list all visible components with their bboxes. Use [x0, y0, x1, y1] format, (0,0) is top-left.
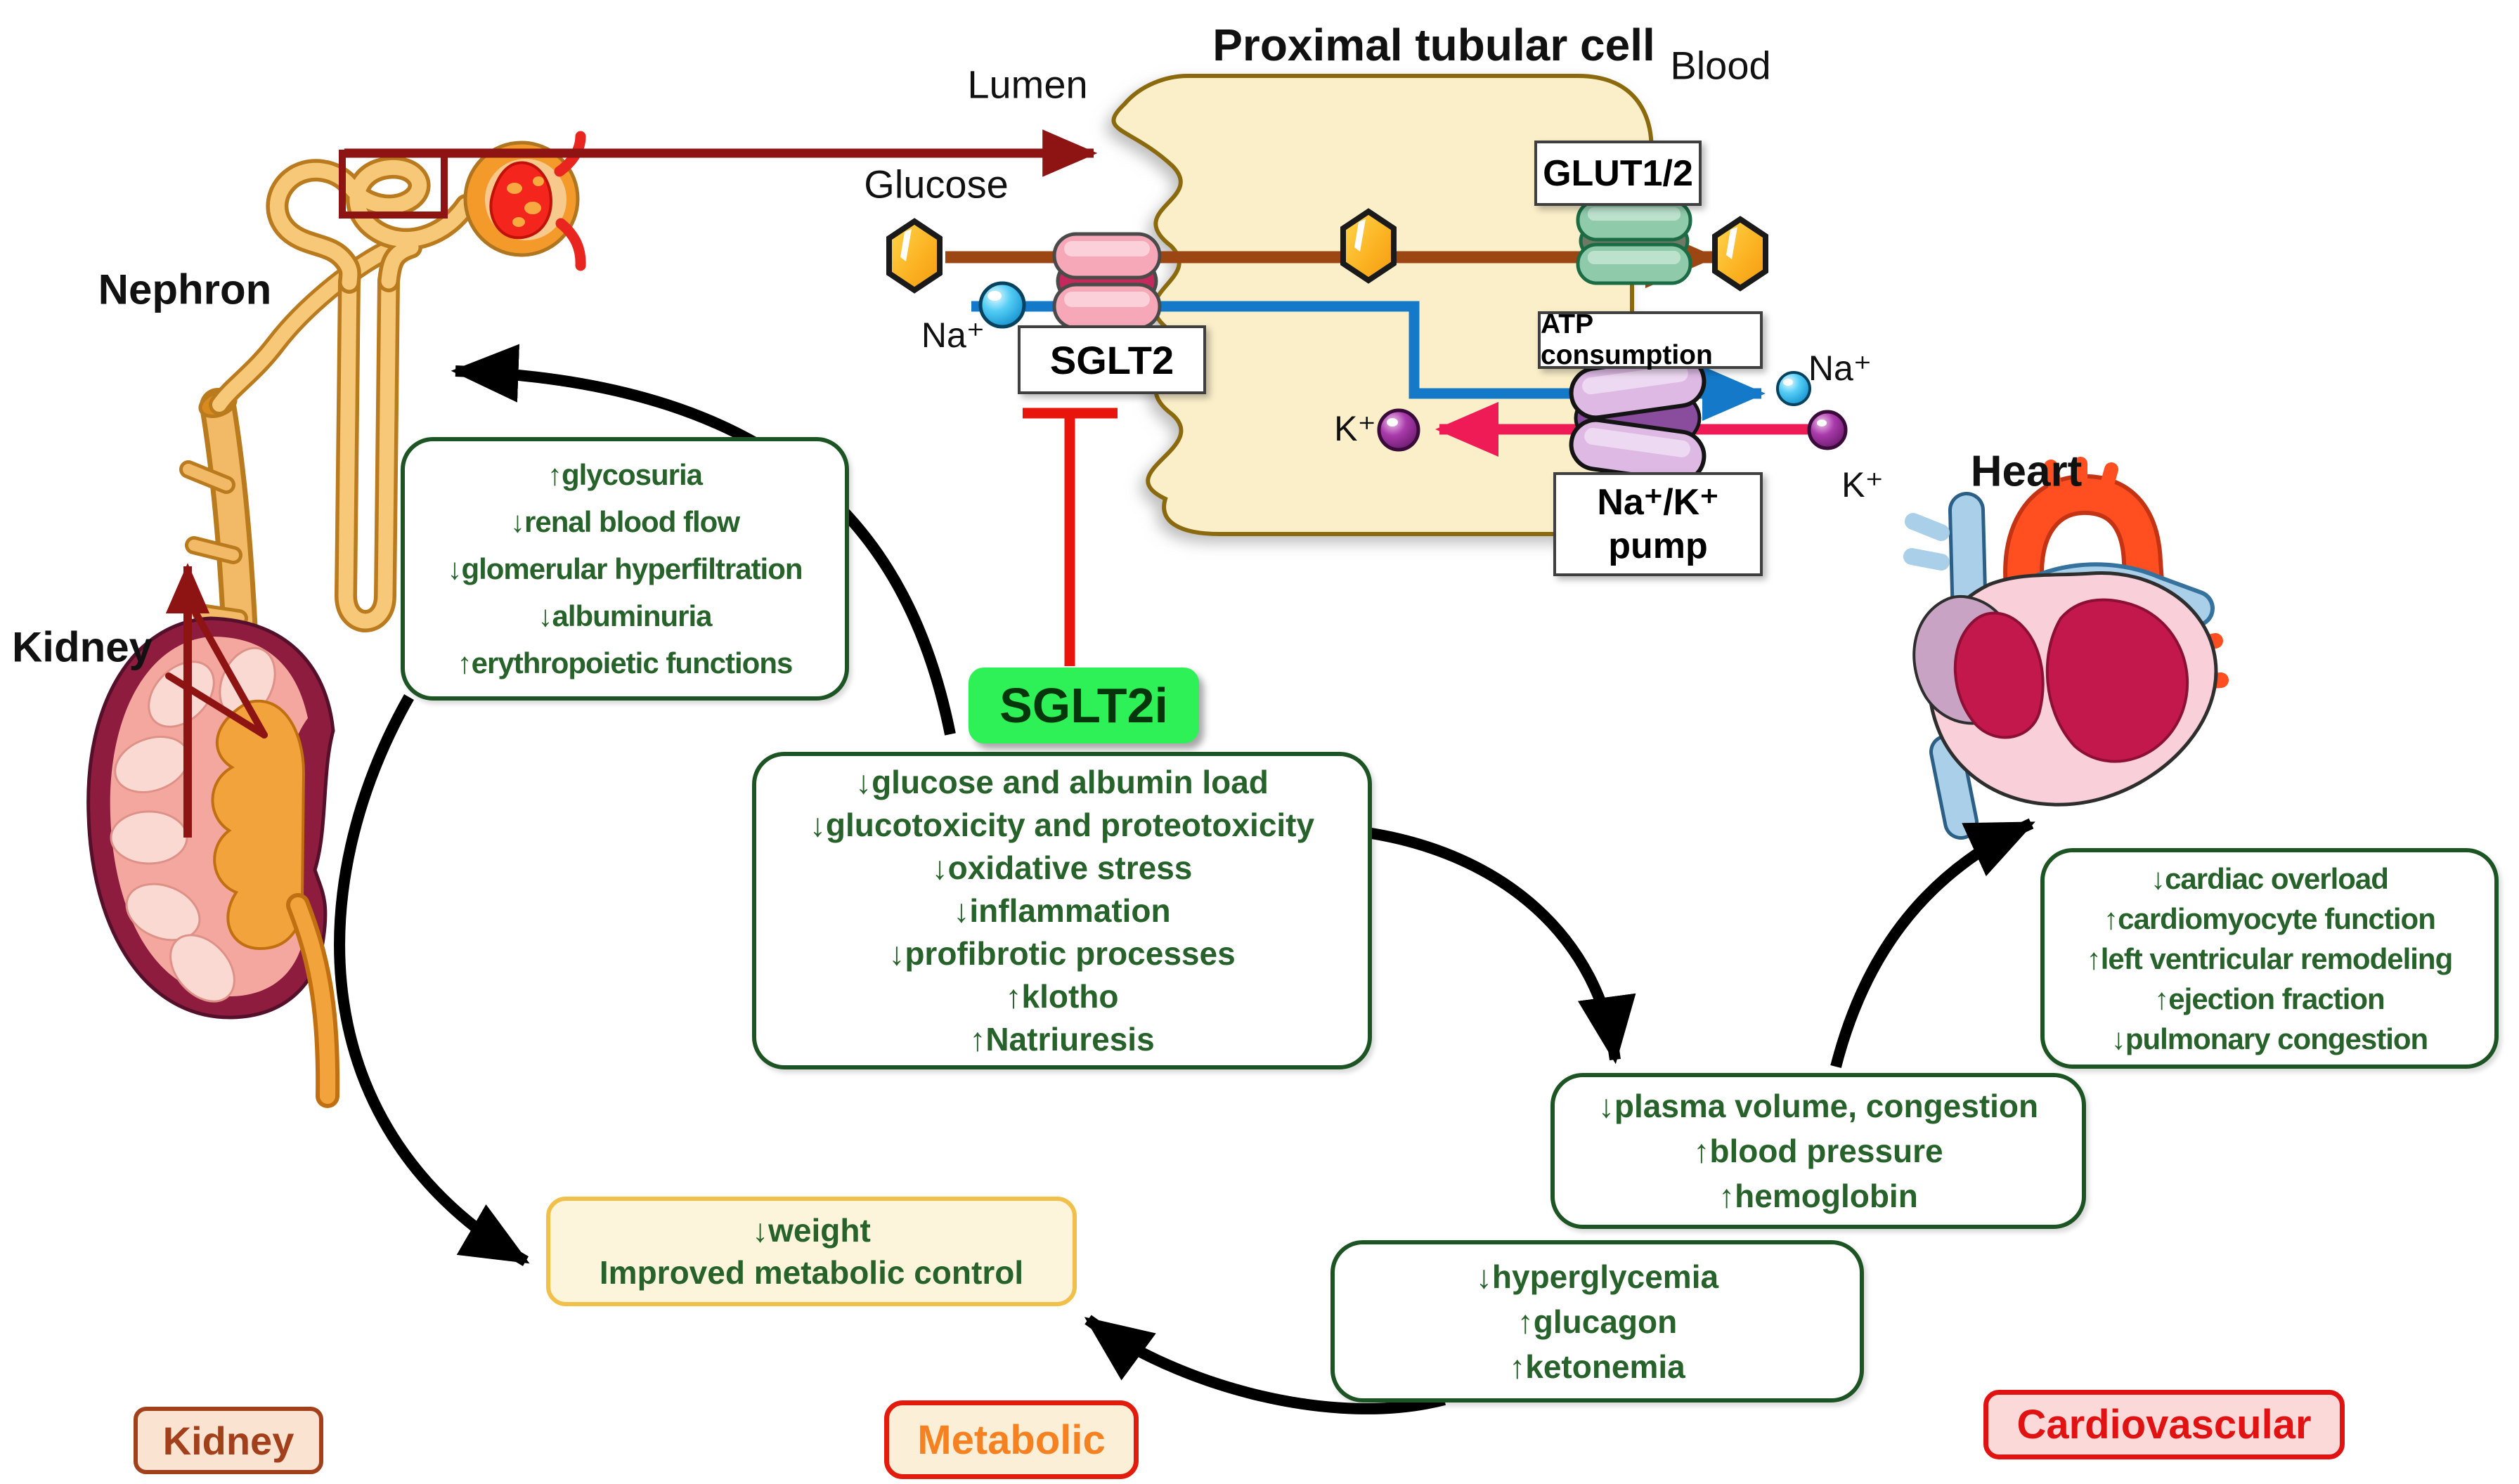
effect-line: ↓profibrotic processes — [888, 935, 1236, 972]
sodium-ion-blood — [1776, 371, 1811, 406]
effect-line: ↓inflammation — [953, 892, 1171, 929]
effect-line: ↓cardiac overload — [2151, 861, 2389, 895]
atp-box: ATP consumption — [1538, 309, 1763, 370]
kidney-pyramids — [110, 646, 276, 1003]
glut-box: GLUT1/2 — [1534, 141, 1702, 206]
nak-pump-box: Na⁺/K⁺ pump — [1553, 472, 1763, 576]
cardiac-effects-box: ↓cardiac overload ↑cardiomyocyte functio… — [2040, 848, 2499, 1069]
atp-box-label: ATP consumption — [1541, 309, 1713, 370]
kidney-pointer-arrows — [165, 563, 268, 838]
effect-line: ↑klotho — [1005, 977, 1119, 1015]
cell-title: Proximal tubular cell — [1212, 20, 1655, 70]
effect-line: ↑hemoglobin — [1718, 1178, 1918, 1214]
kidney-illustration-label: Kidney — [11, 623, 153, 671]
weight-box: ↓weight Improved metabolic control — [546, 1197, 1077, 1306]
potassium-ion-blood — [1807, 410, 1848, 450]
potassium-label-cell: K⁺ — [1334, 409, 1376, 448]
cardiovascular-category-badge: Cardiovascular — [1983, 1390, 2345, 1459]
sodium-label-blood: Na⁺ — [1808, 349, 1872, 388]
effect-line: ↓pulmonary congestion — [2111, 1022, 2428, 1055]
glucose-hexagon-lumen — [889, 221, 940, 290]
effect-line: ↑cardiomyocyte function — [2104, 902, 2436, 935]
inhibition-line — [1023, 408, 1118, 666]
effect-line: ↑ketonemia — [1509, 1348, 1685, 1385]
nak-pump-box-line1: Na⁺/K⁺ — [1597, 482, 1719, 523]
effect-line: ↓glomerular hyperfiltration — [447, 552, 803, 585]
sglt2i-button: SGLT2i — [969, 668, 1199, 743]
feedback-arrow-metabolic-to-weight — [1084, 1315, 1446, 1414]
blood-label: Blood — [1670, 43, 1771, 88]
sglt2-box-label: SGLT2 — [1049, 337, 1174, 382]
central-effects-box: ↓glucose and albumin load ↓glucotoxicity… — [752, 752, 1372, 1069]
effect-line: ↓hyperglycemia — [1475, 1258, 1719, 1295]
kidney-illustration — [86, 616, 340, 1108]
glut-transporter — [1576, 199, 1692, 285]
feedback-arrow-kidney-to-weight — [334, 694, 530, 1266]
glucose-hexagon-blood — [1715, 219, 1766, 288]
effect-line: ↑ejection fraction — [2154, 982, 2385, 1015]
collecting-duct-branches — [179, 460, 248, 627]
feedback-arrow-plasma-to-heart — [1830, 818, 2035, 1068]
sglt2-transporter — [1052, 232, 1162, 330]
kidney-category-badge: Kidney — [134, 1407, 323, 1474]
effect-line: ↑erythropoietic functions — [457, 646, 794, 679]
glomerulus — [463, 131, 586, 271]
effect-line: ↓weight — [752, 1212, 871, 1249]
metabolic-category-badge: Metabolic — [884, 1400, 1139, 1479]
renal-effects-box: ↑glycosuria ↓renal blood flow ↓glomerula… — [401, 437, 849, 701]
effect-line: ↑left ventricular remodeling — [2086, 942, 2453, 975]
effect-line: ↑glucagon — [1517, 1303, 1678, 1340]
sglt2i-label: SGLT2i — [999, 678, 1168, 733]
sodium-ion-lumen — [978, 281, 1026, 329]
nak-pump-transporter — [1569, 354, 1707, 483]
filtration-arrow — [339, 129, 1098, 219]
metabolic-effects-box: ↓hyperglycemia ↑glucagon ↑ketonemia — [1330, 1240, 1864, 1402]
effect-line: ↓renal blood flow — [510, 505, 740, 538]
effect-line: ↑blood pressure — [1693, 1133, 1943, 1169]
nak-pump-box-line2: pump — [1608, 526, 1708, 566]
heart-illustration — [1903, 457, 2229, 840]
effect-line: ↓oxidative stress — [931, 849, 1193, 886]
potassium-label-blood: K⁺ — [1841, 465, 1884, 505]
cardiovascular-badge-label: Cardiovascular — [2016, 1402, 2312, 1447]
effect-line: ↓glucotoxicity and proteotoxicity — [809, 806, 1315, 843]
nephron-illustration — [179, 131, 586, 694]
effect-line: Improved metabolic control — [599, 1254, 1024, 1291]
nephron-label: Nephron — [98, 266, 272, 313]
glucose-hexagon-cell — [1343, 211, 1394, 280]
heart-label: Heart — [1970, 447, 2083, 496]
metabolic-badge-label: Metabolic — [917, 1417, 1106, 1463]
feedback-arrow-to-plasma — [1366, 827, 1636, 1065]
effect-line: ↓glucose and albumin load — [855, 763, 1269, 800]
effect-line: ↑Natriuresis — [969, 1020, 1155, 1057]
lumen-label: Lumen — [967, 62, 1088, 107]
plasma-effects-box: ↓plasma volume, congestion ↑blood pressu… — [1550, 1073, 2086, 1229]
glucose-label: Glucose — [864, 162, 1009, 207]
effect-line: ↓albuminuria — [538, 599, 712, 632]
potassium-ion-cell — [1377, 408, 1420, 452]
effect-line: ↓plasma volume, congestion — [1598, 1088, 2039, 1124]
glut-box-label: GLUT1/2 — [1543, 152, 1693, 194]
kidney-badge-label: Kidney — [162, 1418, 294, 1463]
effect-line: ↑glycosuria — [547, 458, 703, 491]
sodium-label-lumen: Na⁺ — [921, 315, 985, 355]
sglt2-box: SGLT2 — [1018, 325, 1206, 394]
